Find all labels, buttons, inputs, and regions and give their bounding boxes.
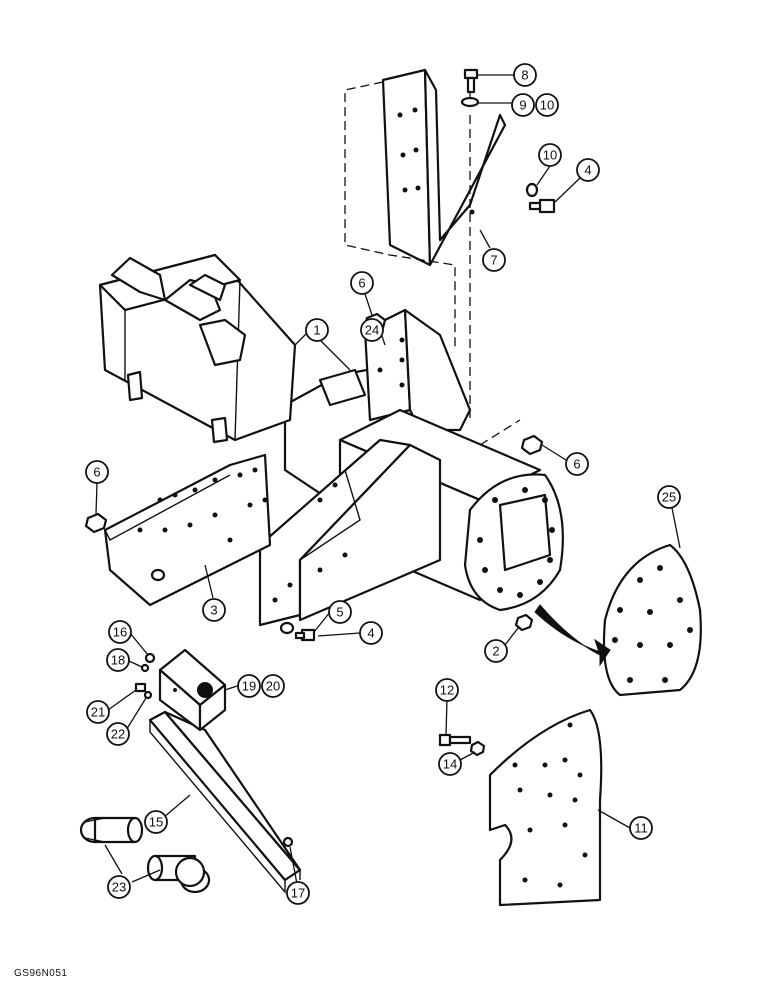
callout-2: 2 <box>484 639 508 663</box>
svg-text:9: 9 <box>519 98 526 113</box>
svg-text:21: 21 <box>91 705 105 720</box>
svg-text:25: 25 <box>662 490 676 505</box>
callout-6b: 6 <box>85 460 109 484</box>
part-11-large-plate <box>488 708 603 907</box>
callout-23: 23 <box>107 875 131 899</box>
svg-text:7: 7 <box>490 253 497 268</box>
svg-text:15: 15 <box>149 815 163 830</box>
callout-20: 20 <box>261 674 285 698</box>
svg-text:22: 22 <box>111 727 125 742</box>
callout-3: 3 <box>202 598 226 622</box>
callout-10a: 10 <box>535 93 559 117</box>
callout-11: 11 <box>629 816 653 840</box>
callout-25: 25 <box>657 485 681 509</box>
svg-text:6: 6 <box>573 457 580 472</box>
part-25-cover-plate <box>602 543 702 697</box>
callout-6c: 6 <box>565 452 589 476</box>
svg-text:10: 10 <box>543 148 557 163</box>
svg-text:16: 16 <box>113 625 127 640</box>
callout-24: 24 <box>360 318 384 342</box>
callout-22: 22 <box>106 722 130 746</box>
callout-9: 9 <box>511 93 535 117</box>
svg-text:6: 6 <box>358 276 365 291</box>
svg-text:19: 19 <box>242 679 256 694</box>
callout-17: 17 <box>286 881 310 905</box>
svg-text:2: 2 <box>492 644 499 659</box>
direction-arrow <box>534 604 611 667</box>
svg-text:17: 17 <box>291 886 305 901</box>
upper-frame-section <box>98 253 297 444</box>
svg-text:4: 4 <box>367 626 374 641</box>
callout-6a: 6 <box>350 271 374 295</box>
callout-4b: 4 <box>359 621 383 645</box>
callout-16: 16 <box>108 620 132 644</box>
svg-text:11: 11 <box>634 821 648 836</box>
svg-text:23: 23 <box>112 880 126 895</box>
callout-7: 7 <box>482 248 506 272</box>
callout-19: 19 <box>237 674 261 698</box>
svg-text:10: 10 <box>540 98 554 113</box>
svg-text:24: 24 <box>365 323 379 338</box>
part-7-bracket <box>381 68 507 267</box>
callout-5: 5 <box>328 600 352 624</box>
svg-text:20: 20 <box>266 679 280 694</box>
svg-text:1: 1 <box>313 323 320 338</box>
callout-18: 18 <box>106 648 130 672</box>
svg-text:14: 14 <box>443 757 457 772</box>
callout-1: 1 <box>305 318 329 342</box>
svg-text:18: 18 <box>111 653 125 668</box>
callout-4a: 4 <box>576 158 600 182</box>
callout-21: 21 <box>86 700 110 724</box>
callout-15: 15 <box>144 810 168 834</box>
part-15-channel <box>148 710 302 894</box>
callout-12: 12 <box>435 678 459 702</box>
svg-text:4: 4 <box>584 163 591 178</box>
callout-14: 14 <box>438 752 462 776</box>
part-19-20-bracket <box>158 648 227 732</box>
svg-text:12: 12 <box>440 683 454 698</box>
svg-text:6: 6 <box>93 465 100 480</box>
part-3-side-plate <box>103 453 272 607</box>
figure-code: GS96N051 <box>14 968 68 979</box>
leader-lines <box>95 74 681 885</box>
svg-text:3: 3 <box>210 603 217 618</box>
svg-text:5: 5 <box>336 605 343 620</box>
part-1-main-frame <box>258 308 564 627</box>
callout-10b: 10 <box>538 143 562 167</box>
part-23-shafts <box>79 816 211 894</box>
svg-text:8: 8 <box>521 68 528 83</box>
callout-8: 8 <box>513 63 537 87</box>
